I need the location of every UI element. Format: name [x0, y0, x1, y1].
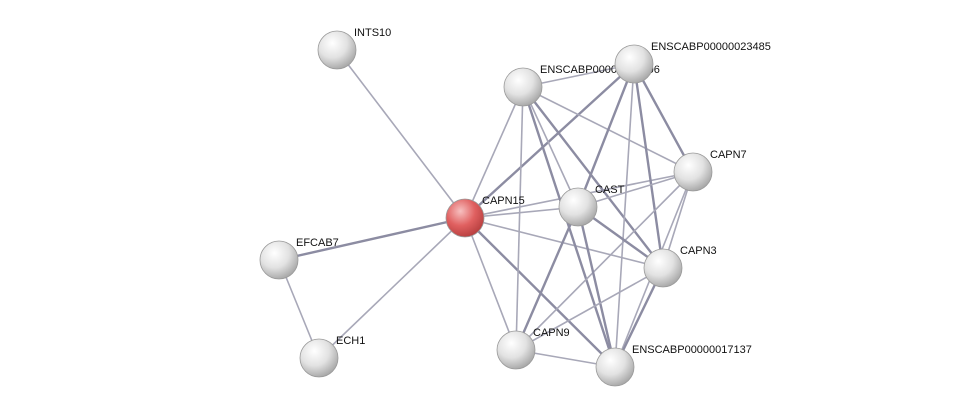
node-ball[interactable] — [496, 330, 536, 370]
edge-capn15-capn3[interactable] — [464, 217, 664, 269]
edge-enscabp00000023485-enscabp00000017137[interactable] — [614, 63, 635, 368]
node-label: INTS10 — [354, 27, 391, 39]
node-efcab7[interactable]: EFCAB7 — [259, 237, 339, 280]
node-label: EFCAB7 — [296, 237, 339, 249]
edge-capn7-cast[interactable] — [577, 171, 694, 208]
edge-capn3-capn9[interactable] — [515, 267, 664, 351]
node-label: CAPN7 — [710, 149, 747, 161]
edge-capn15-enscabp00000010406[interactable] — [464, 86, 524, 219]
nodes-layer: INTS10ENSCABP00000010406ENSCABP000000234… — [259, 27, 771, 387]
node-capn9[interactable]: CAPN9 — [496, 327, 570, 370]
node-label: CAST — [595, 184, 625, 196]
node-ball[interactable] — [643, 248, 683, 288]
node-label: ENSCABP00000017137 — [632, 344, 752, 356]
edge-capn15-enscabp00000023485[interactable] — [464, 63, 635, 219]
node-ball[interactable] — [673, 152, 713, 192]
edge-capn15-ints10[interactable] — [336, 49, 466, 219]
edge-enscabp00000010406-capn9[interactable] — [515, 86, 524, 351]
node-capn15[interactable]: CAPN15 — [445, 195, 525, 238]
node-ball[interactable] — [445, 198, 485, 238]
node-label: CAPN15 — [482, 195, 525, 207]
node-capn7[interactable]: CAPN7 — [673, 149, 747, 192]
edge-capn15-efcab7[interactable] — [278, 216, 466, 262]
node-capn3[interactable]: CAPN3 — [643, 245, 717, 288]
edge-capn7-capn9[interactable] — [515, 171, 694, 351]
node-label: CAPN9 — [533, 327, 570, 339]
node-enscabp00000023485[interactable]: ENSCABP00000023485 — [614, 41, 771, 84]
node-label: ENSCABP00000023485 — [651, 41, 771, 53]
node-ball[interactable] — [259, 240, 299, 280]
node-label: ECH1 — [336, 335, 365, 347]
node-enscabp00000017137[interactable]: ENSCABP00000017137 — [595, 344, 752, 387]
node-ball[interactable] — [614, 44, 654, 84]
edge-enscabp00000023485-cast[interactable] — [576, 63, 636, 208]
edge-cast-capn9[interactable] — [514, 206, 580, 351]
node-ech1[interactable]: ECH1 — [299, 335, 365, 378]
node-ball[interactable] — [299, 338, 339, 378]
edge-enscabp00000023485-capn3[interactable] — [632, 63, 665, 269]
edge-enscabp00000023485-capn7[interactable] — [632, 63, 695, 173]
edge-capn15-ech1[interactable] — [318, 217, 466, 359]
node-ball[interactable] — [317, 30, 357, 70]
node-label: CAPN3 — [680, 245, 717, 257]
edges-layer — [278, 49, 695, 368]
edge-enscabp00000010406-cast[interactable] — [522, 86, 579, 208]
edge-capn15-capn9[interactable] — [464, 217, 517, 351]
edge-cast-enscabp00000017137[interactable] — [576, 206, 617, 368]
node-ball[interactable] — [503, 67, 543, 107]
node-ball[interactable] — [595, 347, 635, 387]
node-ints10[interactable]: INTS10 — [317, 27, 391, 70]
node-cast[interactable]: CAST — [558, 184, 625, 227]
node-ball[interactable] — [558, 187, 598, 227]
edge-enscabp00000010406-capn3[interactable] — [522, 86, 664, 269]
